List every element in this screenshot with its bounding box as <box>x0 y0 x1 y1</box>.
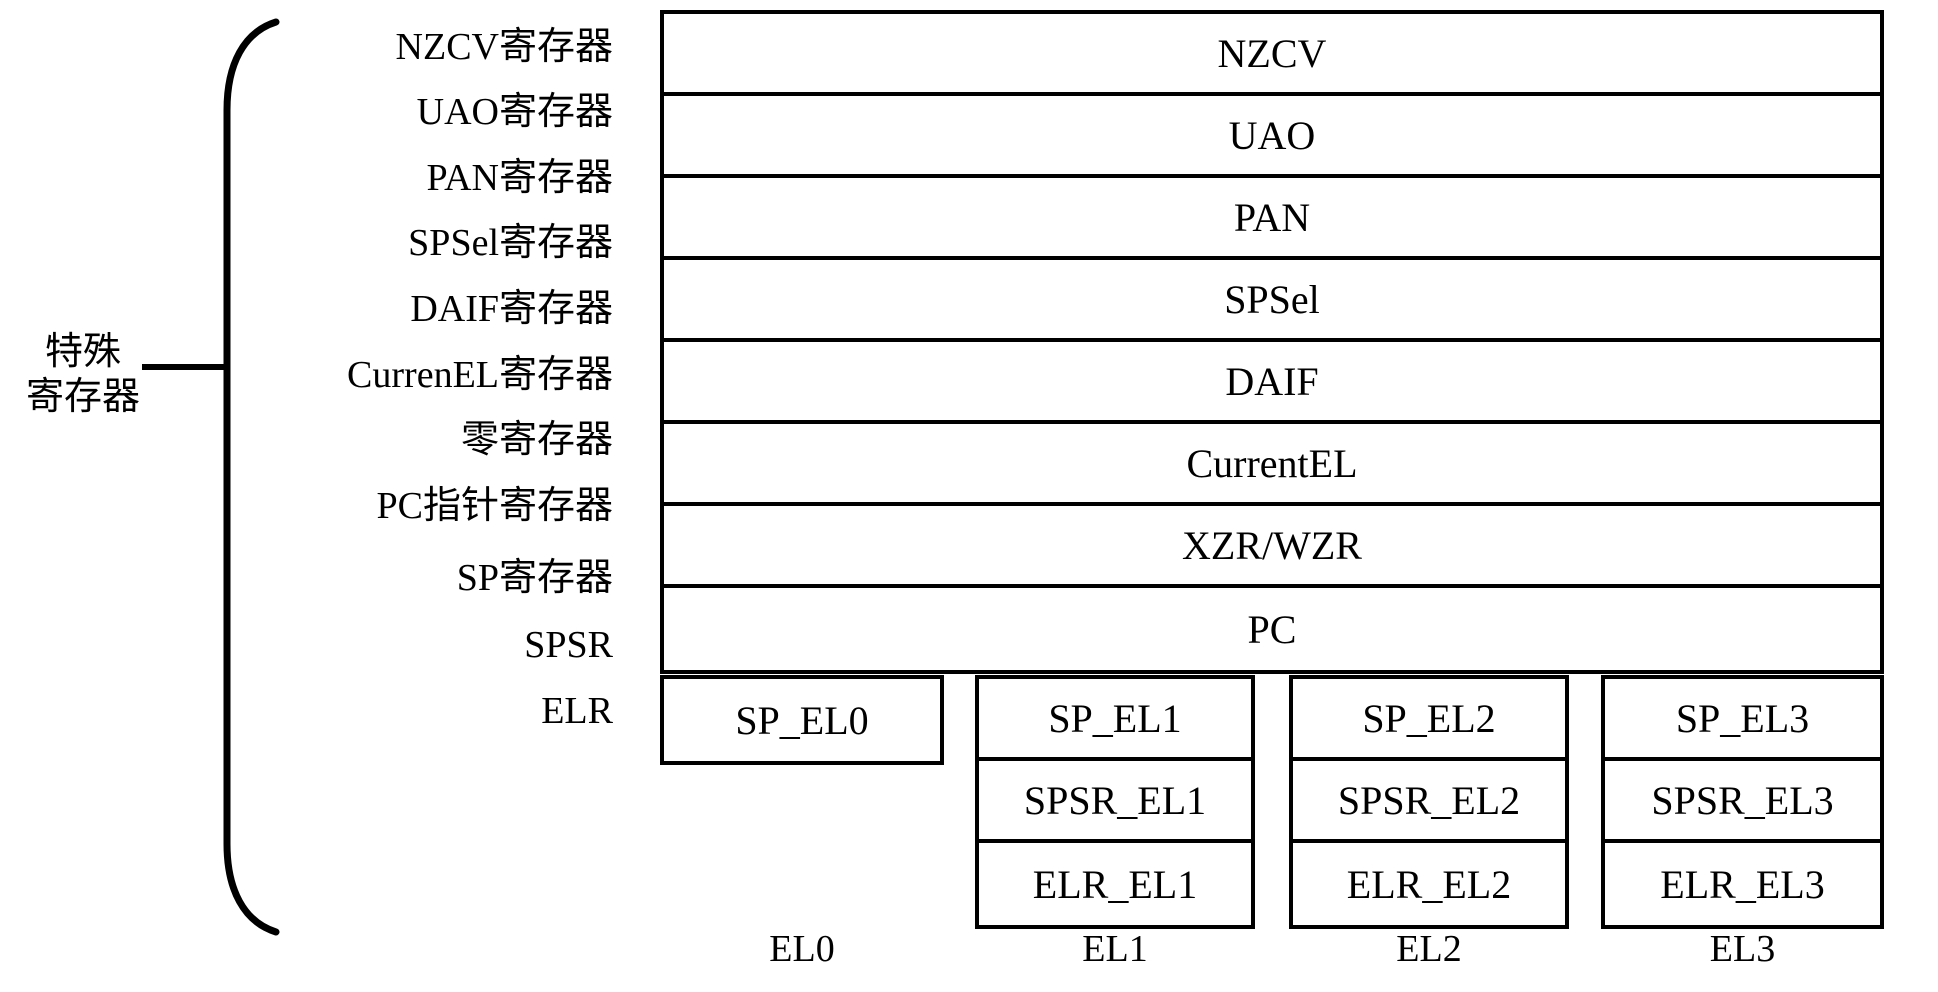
el3-caption: EL3 <box>1709 928 1776 970</box>
register-cell-elr-el1: ELR_EL1 <box>1032 861 1198 907</box>
el1-caption: EL1 <box>1082 928 1148 970</box>
row-label-currentel: CurrenEL寄存器 <box>347 354 613 396</box>
group-brace-connector <box>142 364 228 370</box>
row-label-sp: SP寄存器 <box>456 557 613 599</box>
register-cell-nzcv: NZCV <box>664 14 1880 96</box>
row-label-nzcv: NZCV寄存器 <box>395 26 613 68</box>
el3-column: SP_EL3 SPSR_EL3 ELR_EL3 <box>1601 675 1884 929</box>
row-label-pan: PAN寄存器 <box>426 157 613 199</box>
register-cell-elr-el2: ELR_EL2 <box>1346 861 1512 907</box>
el2-column: SP_EL2 SPSR_EL2 ELR_EL2 <box>1289 675 1569 929</box>
register-cell-pan: PAN <box>664 178 1880 260</box>
register-cell-daif: DAIF <box>664 342 1880 424</box>
register-cell-currentel: CurrentEL <box>664 424 1880 506</box>
el1-column: SP_EL1 SPSR_EL1 ELR_EL1 <box>975 675 1255 929</box>
register-cell-spsr-el3: SPSR_EL3 <box>1605 761 1880 843</box>
shared-register-stack: NZCV UAO PAN SPSel DAIF CurrentEL XZR/WZ… <box>660 10 1884 674</box>
row-label-spsel: SPSel寄存器 <box>408 222 613 264</box>
register-cell-spsr-el1: SPSR_EL1 <box>979 761 1251 843</box>
el0-column: SP_EL0 <box>660 675 944 765</box>
register-cell-pc: PC <box>1247 606 1297 652</box>
register-cell-spsr-el2: SPSR_EL2 <box>1293 761 1565 843</box>
register-cell-sp-el2: SP_EL2 <box>1293 679 1565 761</box>
register-cell-spsel: SPSel <box>664 260 1880 342</box>
register-cell-sp-el0: SP_EL0 <box>735 697 869 743</box>
group-label: 特殊 寄存器 <box>25 331 140 418</box>
register-cell-sp-el3: SP_EL3 <box>1605 679 1880 761</box>
register-cell-sp-el1: SP_EL1 <box>979 679 1251 761</box>
register-cell-uao: UAO <box>664 96 1880 178</box>
row-label-pc: PC指针寄存器 <box>376 485 613 527</box>
row-label-zero: 零寄存器 <box>460 419 613 461</box>
row-label-daif: DAIF寄存器 <box>410 288 613 330</box>
row-label-uao: UAO寄存器 <box>416 91 613 133</box>
group-brace-icon <box>223 18 280 936</box>
el0-caption: EL0 <box>769 928 835 970</box>
register-cell-xzr-wzr: XZR/WZR <box>664 506 1880 588</box>
register-cell-elr-el3: ELR_EL3 <box>1660 861 1825 907</box>
row-label-elr: ELR <box>541 690 613 732</box>
el2-caption: EL2 <box>1396 928 1462 970</box>
row-label-spsr: SPSR <box>524 624 613 666</box>
